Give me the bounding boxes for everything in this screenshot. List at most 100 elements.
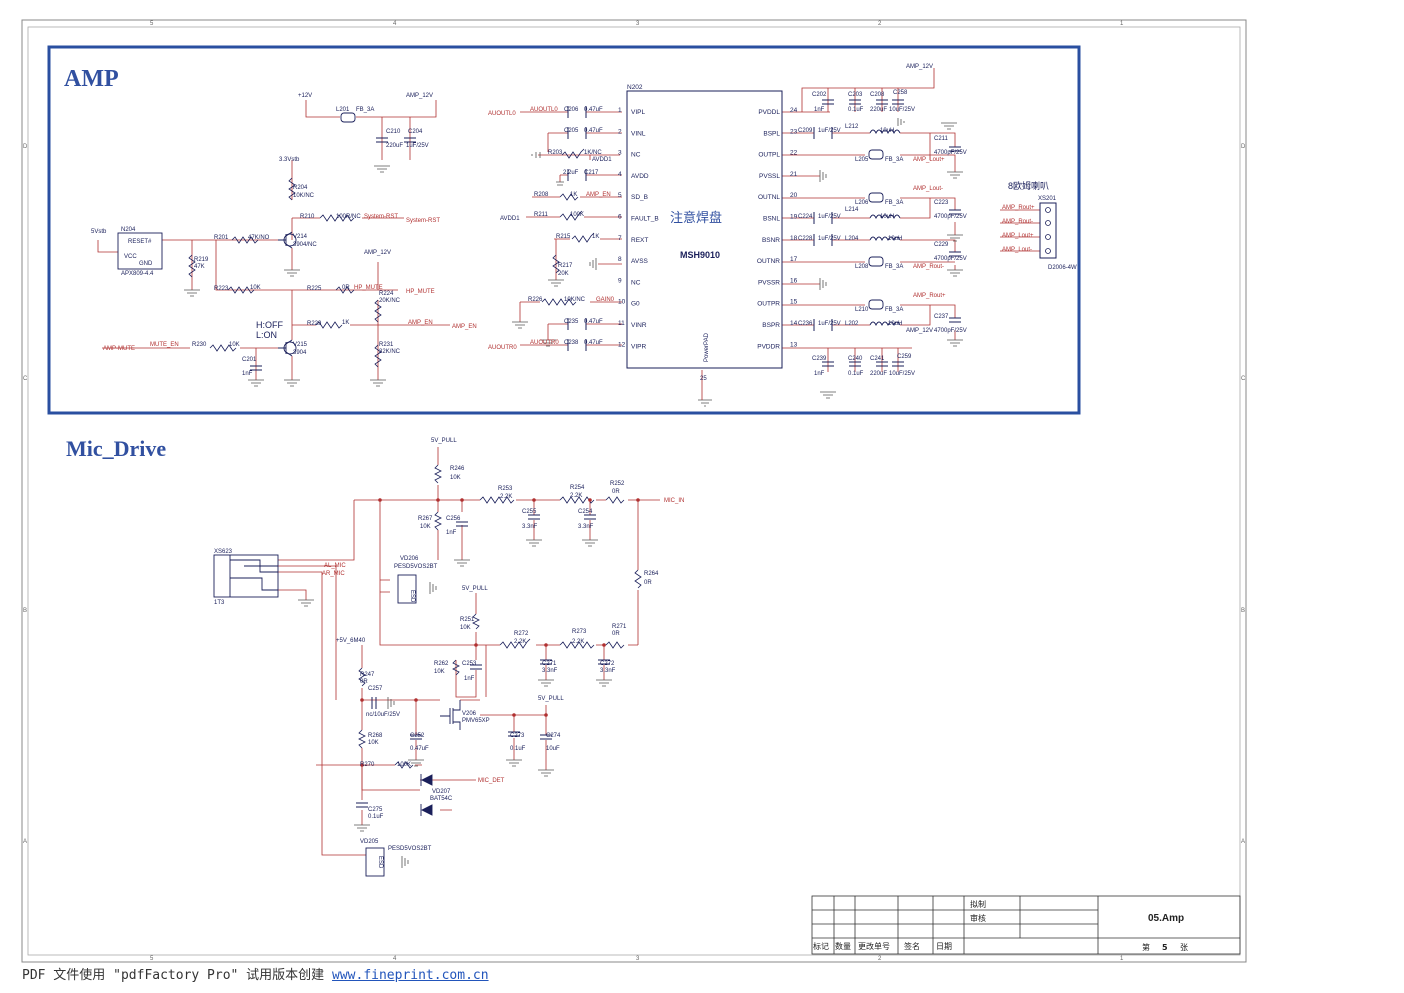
component-value: 3904/NC xyxy=(293,242,317,248)
net-label: AR_MIC xyxy=(322,571,345,577)
component-value: 20K/NC xyxy=(379,298,401,304)
component-value: 3.3nF xyxy=(578,524,594,530)
component-ref: R267 xyxy=(418,516,433,522)
component-value: 100R/NC xyxy=(336,214,361,220)
mic-resistors xyxy=(358,464,642,769)
chip-pin-name-right: PVSSL xyxy=(759,173,780,180)
component-value: D2006-4W xyxy=(1048,265,1077,271)
power-label: 5V_PULL xyxy=(462,586,488,592)
net-port: System-RST xyxy=(406,218,440,224)
col-label: 3 xyxy=(636,956,640,962)
component-ref: C239 xyxy=(812,356,827,362)
component-ref: C259 xyxy=(897,354,912,360)
mic-section-title: Mic_Drive xyxy=(66,436,166,461)
net-label: AUOUTL0 xyxy=(530,107,558,113)
component-ref: R254 xyxy=(570,485,585,491)
component-value: 10K xyxy=(229,342,240,348)
component-value: 1nF xyxy=(814,107,825,113)
chip-pin-name-left: VINR xyxy=(631,322,647,329)
chip-pin-number-left: 9 xyxy=(618,277,622,284)
revision-header: 数量 xyxy=(835,941,851,951)
component-value: 1uF/25V xyxy=(818,321,841,327)
power-label: 3.3Vstb xyxy=(279,157,300,163)
component-value: 2.2K xyxy=(514,639,526,645)
row-label: B xyxy=(1241,608,1245,614)
component-ref: C209 xyxy=(798,128,813,134)
component-value: 0.1uF xyxy=(510,746,526,752)
component-ref: C204 xyxy=(408,129,423,135)
component-ref: R224 xyxy=(379,291,394,297)
component-ref: R210 xyxy=(300,214,315,220)
component-value: 4700pF/25V xyxy=(934,328,967,334)
component-ref: R229 xyxy=(307,321,322,327)
component-value: FB_3A xyxy=(356,107,374,113)
mute-logic-note: L:ON xyxy=(256,330,277,340)
component-ref: R272 xyxy=(514,631,529,637)
pdf-footer-link[interactable]: www.fineprint.com.cn xyxy=(332,968,489,983)
component-ref: V206 xyxy=(462,711,477,717)
chip-pin-name-right: OUTNR xyxy=(757,258,780,265)
component-value: 10K xyxy=(420,524,431,530)
component-ref: C228 xyxy=(798,236,813,242)
component-value: 2.2K xyxy=(572,639,584,645)
power-pad-pin: 25 xyxy=(700,376,707,382)
amp-resistors xyxy=(188,148,595,368)
component-ref: C206 xyxy=(564,107,579,113)
component-ref: R217 xyxy=(558,263,573,269)
mic-text-labels: 5V_PULL R246 10K R253 2.2K R254 2.2K R25… xyxy=(214,438,684,869)
component-ref: L205 xyxy=(855,157,869,163)
component-value: FB_3A xyxy=(885,264,903,270)
component-value: 1K/NC xyxy=(584,150,602,156)
component-value: 100K xyxy=(570,212,584,218)
net-label: AL_MIC xyxy=(324,563,346,569)
net-label: AVDD1 xyxy=(500,216,520,222)
power-label: 5V_PULL xyxy=(538,696,564,702)
component-value: 0R xyxy=(342,285,350,291)
chip-pin-number-left: 2 xyxy=(618,128,622,135)
component-value: 2.2K xyxy=(500,494,512,500)
net-label: HP_MUTE xyxy=(354,285,383,291)
net-label: AMP_Rout+ xyxy=(1002,205,1035,211)
component-ref: L202 xyxy=(845,321,859,327)
col-label: 4 xyxy=(393,956,397,962)
chip-pin-number-left: 7 xyxy=(618,235,622,242)
component-value: 220uF xyxy=(870,107,887,113)
component-value: 0R xyxy=(612,631,620,637)
component-ref: C257 xyxy=(368,686,383,692)
net-port: MIC_IN xyxy=(664,498,684,504)
component-ref: C236 xyxy=(798,321,813,327)
chip-pin-number-left: 3 xyxy=(618,150,622,157)
mic-junctions xyxy=(360,498,640,767)
component-ref: XS623 xyxy=(214,549,233,555)
component-ref: C235 xyxy=(564,319,579,325)
component-value: 10uF xyxy=(546,746,560,752)
component-ref: C229 xyxy=(934,242,949,248)
net-label: AMP_Lout+ xyxy=(913,157,945,163)
component-value: 1nF xyxy=(446,530,457,536)
bat54c-diodes xyxy=(420,774,433,816)
revision-header: 签名 xyxy=(904,941,920,951)
amp-inductors xyxy=(340,112,901,327)
component-value: 10uH xyxy=(880,214,894,220)
component-value: 1K xyxy=(342,320,349,326)
component-value: 1nF xyxy=(814,371,825,377)
component-value: 1K xyxy=(592,234,599,240)
component-value: 4700pF/25V xyxy=(934,214,967,220)
esd-label: ESD xyxy=(377,856,383,869)
component-ref: R252 xyxy=(610,481,625,487)
chip-pin-number-left: 1 xyxy=(618,107,622,114)
component-value: 0.47uF xyxy=(410,746,429,752)
component-value: 10K/NC xyxy=(564,297,586,303)
component-value: 3.3nF xyxy=(542,668,558,674)
component-value: 0.1uF xyxy=(848,371,864,377)
chip-pin-number-right: 17 xyxy=(790,256,798,263)
row-label: D xyxy=(23,144,28,150)
row-label: A xyxy=(23,839,27,845)
component-ref: C217 xyxy=(584,170,599,176)
component-ref: C208 xyxy=(870,92,885,98)
component-ref: C202 xyxy=(812,92,827,98)
chip-pin-number-right: 15 xyxy=(790,299,798,306)
chip-pin-number-right: 23 xyxy=(790,128,798,135)
component-ref: C237 xyxy=(934,314,949,320)
